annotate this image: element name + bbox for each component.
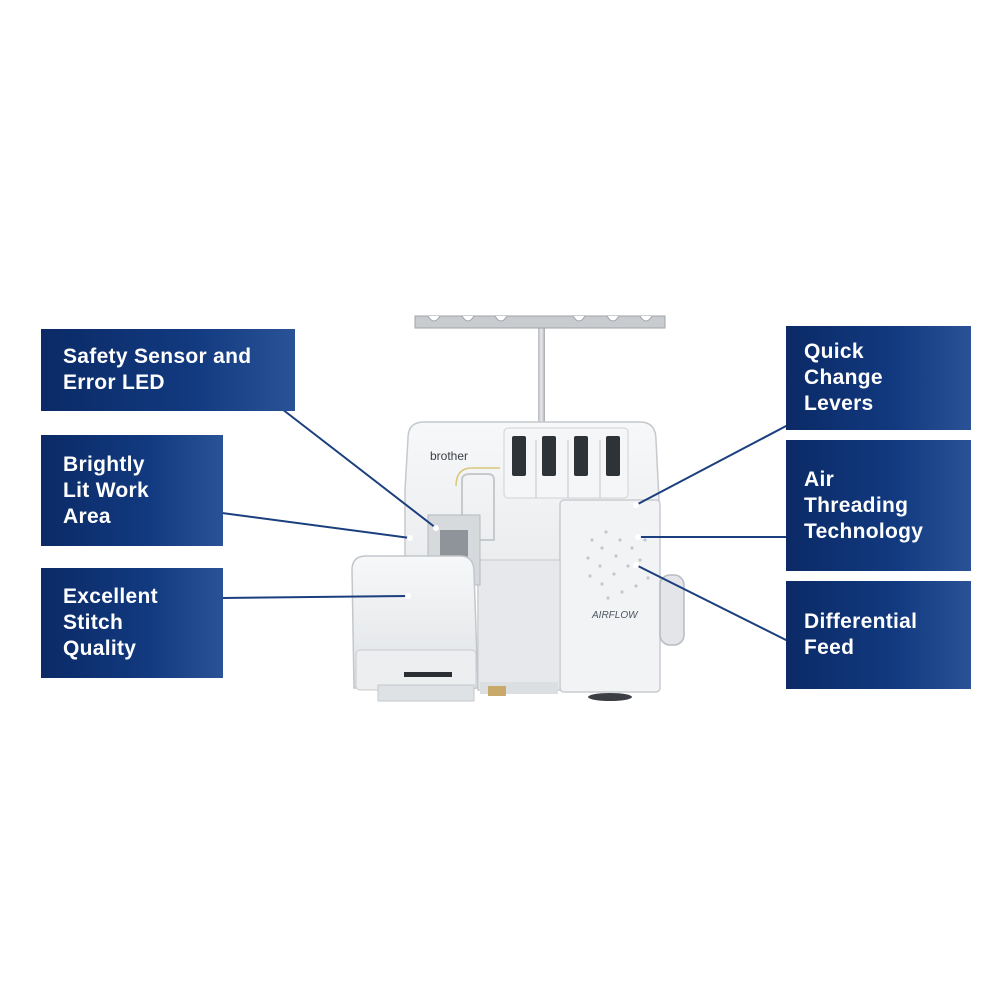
callout-quick-change-levers: Quick Change Levers — [786, 326, 971, 430]
callout-stitch-quality: Excellent Stitch Quality — [41, 568, 223, 678]
callout-line: Differential — [804, 610, 918, 633]
callout-line: Feed — [804, 636, 855, 659]
leader-feed — [635, 564, 789, 642]
callout-line: Error LED — [63, 371, 165, 394]
leader-dots — [405, 502, 641, 599]
callout-line: Safety Sensor and — [63, 345, 252, 368]
callout-line: Air — [804, 467, 835, 491]
callout-differential-feed: Differential Feed — [786, 581, 971, 689]
leader-lines — [221, 408, 789, 642]
model-mark-text: AIRFLOW — [591, 610, 639, 621]
leader-lit — [221, 512, 411, 539]
leader-stitch — [221, 595, 409, 599]
callout-line: Levers — [804, 392, 874, 415]
leader-levers — [635, 424, 789, 506]
callout-line: Excellent — [63, 585, 158, 608]
leader-safety — [281, 408, 437, 529]
callout-line: Technology — [804, 519, 924, 543]
callout-line: Lit Work — [63, 478, 150, 502]
callout-line: Quality — [63, 637, 137, 660]
callout-safety-sensor: Safety Sensor and Error LED — [41, 329, 295, 411]
callout-brightly-lit: Brightly Lit Work Area — [41, 435, 223, 546]
thread-stand — [414, 315, 666, 430]
callout-air-threading: Air Threading Technology — [786, 440, 971, 571]
machine-body — [351, 421, 685, 702]
callout-line: Area — [63, 504, 111, 528]
callout-line: Stitch — [63, 611, 124, 634]
callout-line: Change — [804, 366, 883, 389]
callout-line: Brightly — [63, 452, 145, 476]
callout-line: Quick — [804, 340, 864, 363]
callout-line: Threading — [804, 493, 909, 517]
brand-logo-text: brother — [430, 449, 468, 463]
